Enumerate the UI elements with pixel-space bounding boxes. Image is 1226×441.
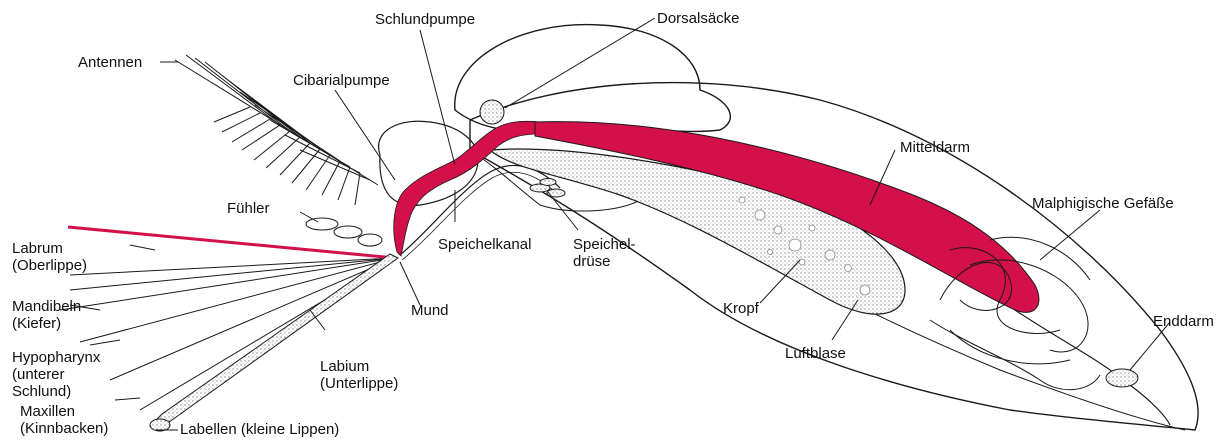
label-dorsalsaecke: Dorsalsäcke	[657, 10, 740, 27]
rectum	[1106, 369, 1138, 387]
label-mandibeln: Mandibeln(Kiefer)	[12, 298, 81, 332]
label-mund: Mund	[411, 302, 449, 319]
label-kropf: Kropf	[723, 300, 759, 317]
label-fuehler: Fühler	[227, 200, 270, 217]
label-maxillen: Maxillen(Kinnbacken)	[20, 403, 108, 437]
label-labium: Labium(Unterlippe)	[320, 358, 398, 392]
label-enddarm: Enddarm	[1153, 313, 1214, 330]
label-mitteldarm: Mitteldarm	[900, 139, 970, 156]
label-malphigische-gefaesse: Malphigische Gefäße	[1032, 195, 1174, 212]
labellum-tip	[150, 419, 170, 431]
label-labellen: Labellen (kleine Lippen)	[180, 421, 339, 438]
label-luftblase: Luftblase	[785, 345, 846, 362]
labium-sheath	[150, 254, 398, 430]
hindgut	[1015, 310, 1170, 425]
label-antennen: Antennen	[78, 54, 142, 71]
label-labrum: Labrum(Oberlippe)	[12, 240, 87, 274]
label-schlundpumpe: Schlundpumpe	[375, 11, 475, 28]
label-speicheldruese: Speichel-drüse	[573, 236, 636, 270]
label-speichelkanal: Speichelkanal	[438, 236, 531, 253]
dorsal-sac	[480, 100, 504, 124]
label-cibarialpumpe: Cibarialpumpe	[293, 72, 390, 89]
